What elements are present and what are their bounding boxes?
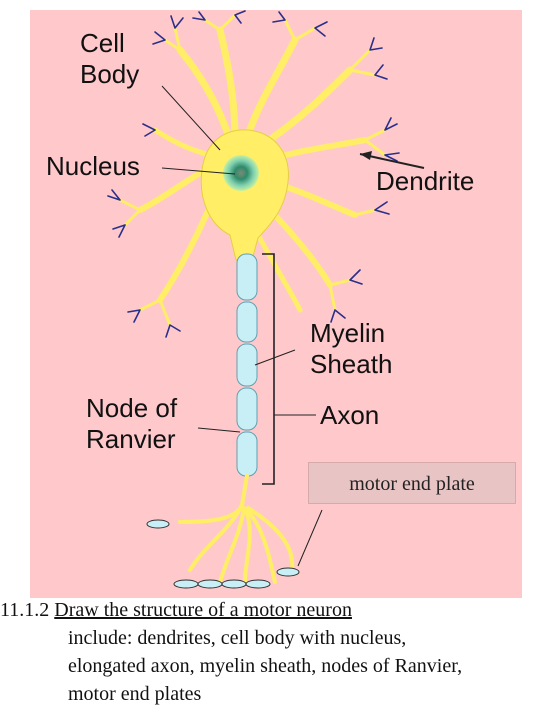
caption-number: 11.1.2: [0, 599, 50, 621]
neuron-illustration: [107, 10, 425, 589]
caption-line-1: include: dendrites, cell body with nucle…: [68, 627, 407, 649]
axon-bracket: [262, 253, 275, 485]
neuron-diagram: Cell Body Nucleus Dendrite Myelin Sheath…: [30, 10, 522, 598]
caption: 11.1.2 Draw the structure of a motor neu…: [0, 596, 540, 708]
caption-line-3: motor end plates: [68, 683, 202, 705]
cell-body-label: Cell Body: [80, 28, 140, 89]
dendrite-tips: [107, 10, 400, 338]
dendrite-arrowhead: [360, 151, 372, 160]
axon-terminals: [178, 474, 295, 584]
nucleus-shape: [223, 155, 259, 191]
leader-lines: [161, 85, 425, 567]
myelin-sheath-label: Myelin Sheath: [310, 318, 393, 379]
node-of-ranvier-label: Node of Ranvier: [86, 393, 178, 454]
cell-body-shape: [200, 129, 289, 261]
dendrite-label: Dendrite: [376, 166, 475, 196]
motor-end-plate-label: motor end plate: [308, 462, 516, 504]
motor-end-plates: [146, 519, 300, 589]
myelin-segments: [236, 253, 258, 477]
axon-label: Axon: [320, 400, 380, 430]
caption-title: Draw the structure of a motor neuron: [54, 599, 352, 621]
caption-heading: 11.1.2 Draw the structure of a motor neu…: [0, 596, 540, 624]
nucleus-label: Nucleus: [46, 151, 140, 181]
caption-line-2: elongated axon, myelin sheath, nodes of …: [68, 655, 463, 677]
